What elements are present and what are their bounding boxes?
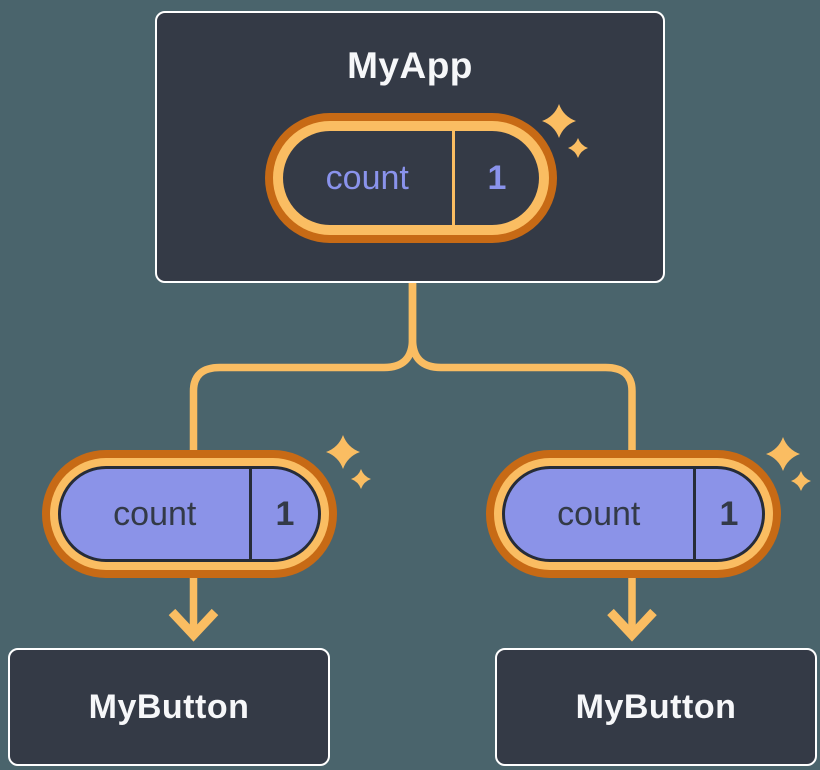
state-value-label: 1	[487, 158, 507, 197]
state-pill-ring: count 1	[273, 121, 549, 235]
node-mybutton-left-title: MyButton	[88, 687, 250, 726]
prop-pill-left: count 1	[42, 450, 337, 578]
node-myapp-title: MyApp	[347, 45, 473, 86]
prop-value-label: 1	[719, 494, 739, 533]
state-name-label: count	[325, 158, 409, 197]
node-mybutton-left: MyButton	[8, 648, 330, 766]
arrowhead-right-icon	[607, 608, 657, 642]
prop-pill-right: count 1	[486, 450, 781, 578]
sparkle-icon	[326, 435, 371, 489]
state-pill-root: count 1	[265, 113, 557, 243]
prop-name-label: count	[113, 494, 197, 533]
node-mybutton-right: MyButton	[495, 648, 817, 766]
prop-name-label: count	[557, 494, 641, 533]
pill-divider	[692, 469, 696, 559]
prop-value-label: 1	[275, 494, 295, 533]
prop-pill-body: count 1	[58, 466, 321, 562]
state-pill-body: count 1	[283, 131, 539, 225]
prop-pill-ring: count 1	[50, 458, 329, 570]
arrowhead-left-icon	[168, 608, 219, 642]
prop-pill-ring: count 1	[494, 458, 773, 570]
prop-pill-body: count 1	[502, 466, 765, 562]
node-mybutton-right-title: MyButton	[575, 687, 737, 726]
pill-divider	[451, 131, 455, 225]
